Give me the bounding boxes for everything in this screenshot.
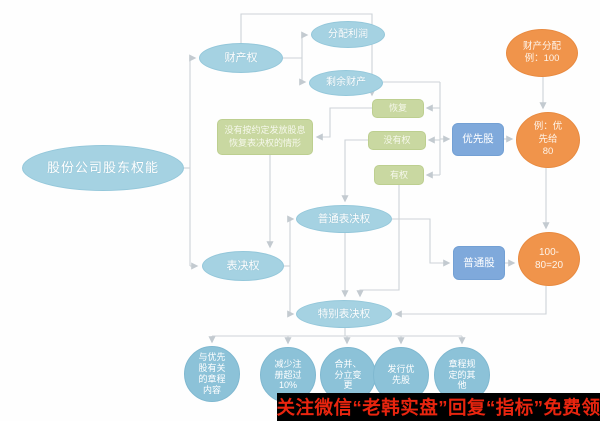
node-property-right: 财产权	[199, 43, 283, 73]
node-remainder-calc: 100- 80=20	[518, 232, 580, 286]
node-no-right: 没有权	[368, 131, 426, 150]
node-property-distribution-example: 财产分配 例：100	[506, 29, 578, 77]
node-preferred-stock: 优先股	[452, 123, 504, 156]
watermark-bar: 关注微信“老韩实盘”回复“指标”免费领	[277, 393, 600, 421]
node-example-priority-80: 例：优 先给 80	[516, 112, 580, 168]
node-ordinary-voting: 普通表决权	[296, 205, 392, 233]
node-distribute-profit: 分配利润	[311, 21, 385, 48]
node-residual-property: 剩余财产	[309, 70, 383, 96]
node-has-right: 有权	[374, 165, 424, 185]
node-restore: 恢复	[372, 99, 424, 118]
node-root-shareholder-rights: 股份公司股东权能	[22, 145, 184, 191]
node-special-voting: 特别表决权	[296, 300, 392, 328]
node-common-stock: 普通股	[453, 246, 505, 280]
node-voting-right: 表决权	[202, 251, 284, 281]
node-dividend-condition: 没有按约定发放股息 恢复表决权的情形	[217, 119, 313, 155]
node-charter-content: 与优先 股有关 的章程 内容	[184, 346, 240, 402]
watermark-text: 关注微信“老韩实盘”回复“指标”免费领	[276, 397, 600, 418]
